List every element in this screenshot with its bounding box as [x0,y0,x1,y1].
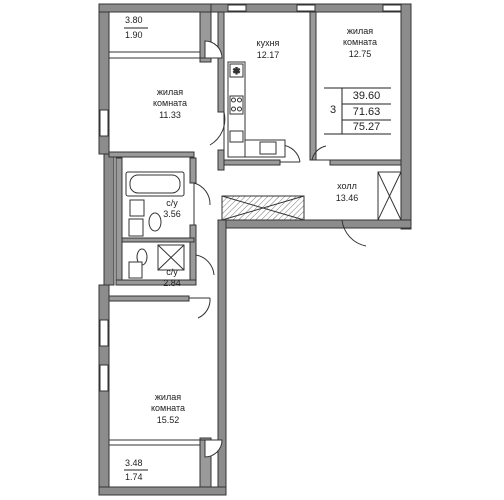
wardrobe [221,171,402,221]
balcony-top [108,11,212,63]
svg-text:✱: ✱ [233,67,241,77]
windows [99,4,402,392]
doors [189,40,372,458]
kitchen-fixtures: ✱ [227,61,286,158]
outer-walls [98,3,412,496]
bathroom-fixtures [125,171,185,279]
summary-box [324,87,391,135]
balcony-bottom [108,437,212,488]
